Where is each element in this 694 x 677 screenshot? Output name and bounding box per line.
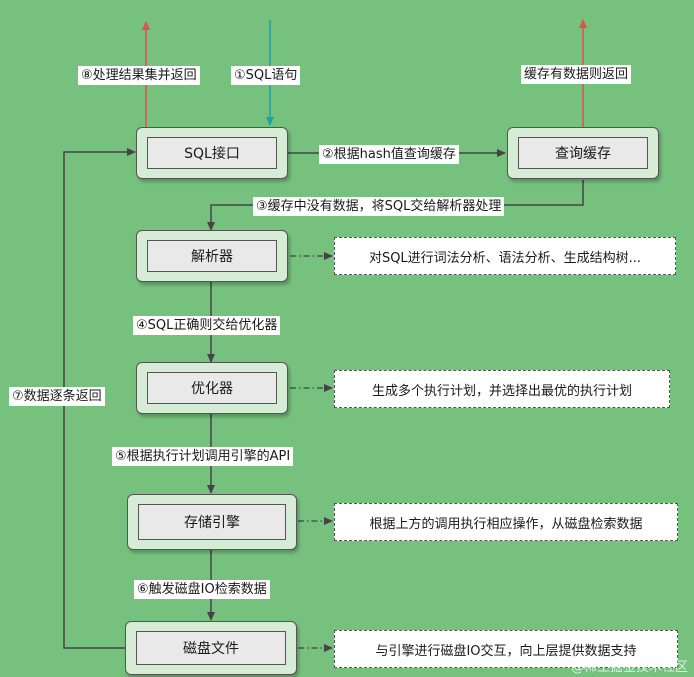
node-sql-interface-label: SQL接口: [147, 137, 277, 169]
label-step3: ③缓存中没有数据，将SQL交给解析器处理: [253, 197, 505, 216]
node-optimizer-label: 优化器: [147, 372, 277, 404]
label-cache-return: 缓存有数据则返回: [521, 65, 632, 84]
note-storage-engine: 根据上方的调用执行相应操作，从磁盘检索数据: [334, 503, 678, 541]
label-step5: ⑤根据执行计划调用引擎的API: [112, 447, 294, 466]
node-disk-file: 磁盘文件: [125, 621, 297, 675]
label-step6: ⑥触发磁盘IO检索数据: [134, 580, 270, 599]
label-step2: ②根据hash值查询缓存: [319, 145, 459, 164]
node-parser-label: 解析器: [147, 240, 277, 272]
node-query-cache: 查询缓存: [507, 127, 659, 179]
label-step7: ⑦数据逐条返回: [9, 387, 105, 406]
node-parser: 解析器: [136, 230, 288, 282]
note-disk-file: 与引擎进行磁盘IO交互，向上层提供数据支持: [334, 630, 678, 668]
node-sql-interface: SQL接口: [136, 127, 288, 179]
label-step1: ①SQL语句: [231, 66, 301, 85]
watermark: @稀土掘金技术社区: [570, 660, 688, 675]
node-query-cache-label: 查询缓存: [518, 137, 648, 169]
note-parser: 对SQL进行词法分析、语法分析、生成结构树...: [334, 237, 676, 275]
label-step8: ⑧处理结果集并返回: [78, 66, 200, 85]
label-step4: ④SQL正确则交给优化器: [133, 316, 281, 335]
node-disk-file-label: 磁盘文件: [136, 631, 286, 665]
node-storage-engine-label: 存储引擎: [138, 504, 286, 540]
node-optimizer: 优化器: [136, 362, 288, 414]
note-optimizer: 生成多个执行计划，并选择出最优的执行计划: [334, 370, 670, 408]
node-storage-engine: 存储引擎: [127, 494, 297, 550]
